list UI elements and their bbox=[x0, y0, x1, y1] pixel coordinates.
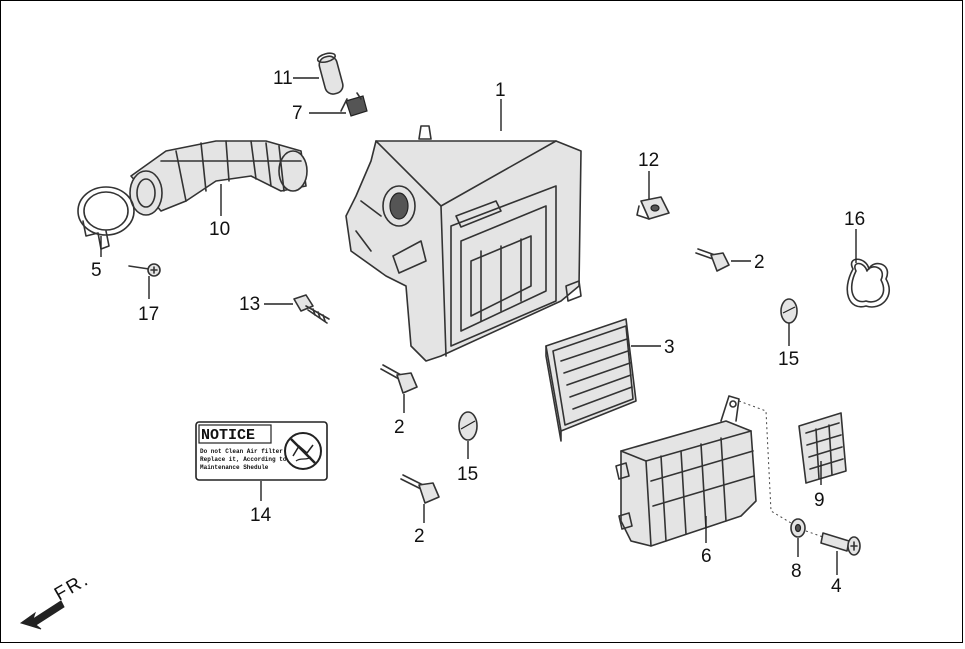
front-direction-label: FR. bbox=[51, 569, 93, 605]
notice-line-2: Replace it, According to bbox=[200, 456, 287, 463]
callout-14: 14 bbox=[250, 505, 272, 526]
callout-5: 5 bbox=[91, 260, 102, 281]
air-filter-element bbox=[545, 318, 637, 442]
front-direction-arrow-icon bbox=[19, 600, 65, 630]
bolt-2-bottom bbox=[400, 474, 440, 504]
bolt-2-middle bbox=[380, 364, 418, 394]
callout-15-right: 15 bbox=[778, 349, 799, 370]
grommet-15-right bbox=[780, 298, 798, 324]
callout-17: 17 bbox=[138, 304, 159, 325]
air-cleaner-cover bbox=[615, 395, 757, 547]
hose-clip bbox=[340, 92, 368, 117]
callout-2-middle: 2 bbox=[394, 417, 405, 438]
callout-10: 10 bbox=[209, 219, 230, 240]
screw-4 bbox=[820, 532, 861, 556]
washer-8 bbox=[790, 518, 806, 538]
grommet-15-middle bbox=[458, 411, 478, 441]
callout-3: 3 bbox=[664, 337, 675, 358]
clip-nut-12 bbox=[636, 196, 670, 220]
callout-13: 13 bbox=[239, 294, 260, 315]
bolt-13 bbox=[293, 294, 330, 324]
notice-label: NOTICE Do not Clean Air filter Replace i… bbox=[195, 421, 328, 481]
air-cleaner-case bbox=[345, 125, 582, 362]
callout-9: 9 bbox=[814, 490, 825, 511]
filter-pad-9 bbox=[798, 412, 847, 484]
callout-8: 8 bbox=[791, 561, 802, 582]
o-ring-16 bbox=[846, 258, 890, 308]
callout-1: 1 bbox=[495, 80, 506, 101]
callout-2-right: 2 bbox=[754, 252, 765, 273]
intake-duct bbox=[129, 140, 308, 216]
no-wash-symbol-icon bbox=[284, 432, 322, 470]
screw-17 bbox=[128, 263, 161, 277]
bolt-2-right bbox=[695, 248, 730, 272]
callout-15-middle: 15 bbox=[457, 464, 478, 485]
washer-guide-line bbox=[805, 530, 824, 538]
notice-line-1: Do not Clean Air filter bbox=[200, 448, 283, 455]
notice-heading: NOTICE bbox=[201, 427, 255, 444]
callout-7: 7 bbox=[292, 103, 303, 124]
band-clamp bbox=[77, 186, 135, 250]
callout-12: 12 bbox=[638, 150, 659, 171]
callout-16: 16 bbox=[844, 209, 865, 230]
callout-2-bottom: 2 bbox=[414, 526, 425, 547]
callout-11: 11 bbox=[273, 68, 293, 89]
notice-line-3: Maintenance Shedule bbox=[200, 464, 269, 471]
callout-4: 4 bbox=[831, 576, 842, 597]
callout-6: 6 bbox=[701, 546, 712, 567]
breather-tube bbox=[316, 52, 344, 95]
